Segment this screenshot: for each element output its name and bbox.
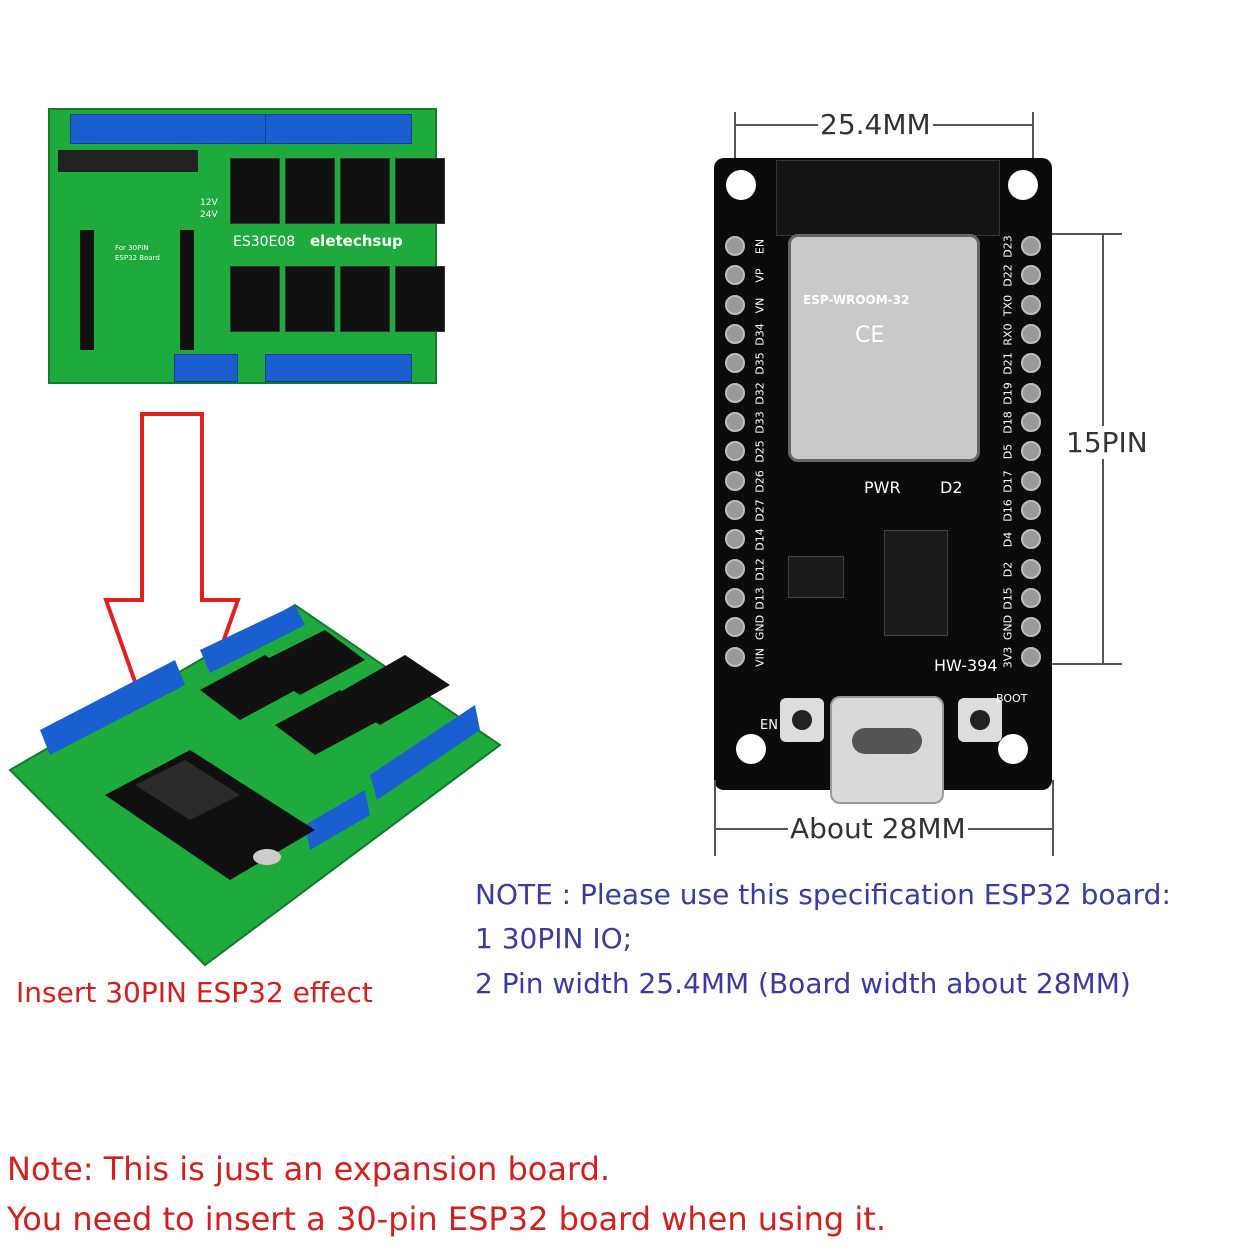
expansion-board-top-view: ES30E08 eletechsup 12V 24V For 30PIN ESP… [48, 108, 445, 384]
optocoupler-row [58, 150, 198, 172]
esp-label-line1: For 30PIN [115, 244, 149, 252]
left-pin [725, 529, 745, 550]
usb-c-port[interactable] [830, 696, 944, 804]
right-pin [1021, 265, 1041, 286]
esp-label-line2: ESP32 Board [115, 254, 160, 262]
relay-4 [395, 158, 445, 224]
boot-button-label: BOOT [996, 692, 1028, 705]
note-line-2: 1 30PIN IO; [475, 922, 633, 955]
en-button[interactable] [780, 698, 824, 742]
antenna-area [776, 160, 1000, 236]
en-button-label: EN [760, 718, 778, 733]
pin-dim-tick-top [1040, 233, 1122, 235]
pin-dim-tick-bottom [1040, 663, 1122, 665]
mount-hole-tr [1008, 170, 1038, 200]
esp32-board: ESP-WROOM-32 CE PWR D2 HW-394 EN BOOT EN… [714, 158, 1052, 804]
d2-led-label: D2 [940, 478, 963, 497]
terminal-block-top [70, 114, 277, 144]
right-pin [1021, 558, 1041, 579]
left-pin [725, 324, 745, 344]
board-model-label: ES30E08 [233, 234, 296, 250]
right-pin [1021, 294, 1041, 315]
esp-header-right [180, 230, 194, 350]
ce-mark-icon: CE [855, 323, 885, 348]
width-dimension-label: 25.4MM [818, 108, 933, 141]
voltage-regulator [788, 556, 844, 598]
right-pin-header [1018, 232, 1044, 672]
right-pin [1021, 412, 1041, 432]
relay-7 [340, 266, 390, 332]
left-pin [725, 412, 745, 432]
voltage-12-label: 12V [200, 198, 218, 208]
left-pin [725, 294, 745, 315]
esp-header-left [80, 230, 94, 350]
right-pin [1021, 617, 1041, 638]
mount-hole-br [998, 734, 1028, 764]
right-pin [1021, 500, 1041, 520]
left-pin-header [722, 232, 748, 672]
left-pin [725, 265, 745, 286]
left-pin [725, 646, 745, 667]
module-label: ESP-WROOM-32 [803, 293, 910, 307]
left-pin [725, 382, 745, 403]
right-pin [1021, 236, 1041, 256]
board-width-tick-right [1052, 780, 1054, 856]
usb-serial-chip [884, 530, 948, 636]
right-pin [1021, 646, 1041, 667]
relay-5 [230, 266, 280, 332]
board-model: HW-394 [934, 656, 998, 675]
wroom-module-shield: ESP-WROOM-32 CE [788, 234, 980, 462]
boot-button[interactable] [958, 698, 1002, 742]
note-line-3: 2 Pin width 25.4MM (Board width about 28… [475, 967, 1131, 1000]
relay-6 [285, 266, 335, 332]
voltage-24-label: 24V [200, 210, 218, 220]
pwr-led-label: PWR [864, 478, 901, 497]
board-width-label: About 28MM [788, 812, 968, 845]
right-pin [1021, 353, 1041, 374]
bottom-note-line-2: You need to insert a 30-pin ESP32 board … [7, 1200, 886, 1238]
left-pin [725, 588, 745, 608]
relay-2 [285, 158, 335, 224]
left-pin [725, 236, 745, 256]
right-pin [1021, 588, 1041, 608]
right-pin [1021, 529, 1041, 550]
pin-count-label: 15PIN [1064, 426, 1150, 459]
expansion-board-with-esp32 [8, 603, 502, 967]
insert-caption: Insert 30PIN ESP32 effect [16, 976, 373, 1009]
relay-3 [340, 158, 390, 224]
terminal-block-bottom-left [174, 354, 238, 382]
board-brand-label: eletechsup [310, 232, 403, 250]
left-pin [725, 470, 745, 491]
note-line-1: NOTE : Please use this specification ESP… [475, 878, 1171, 911]
left-pin [725, 353, 745, 374]
right-pin [1021, 382, 1041, 403]
relay-8 [395, 266, 445, 332]
left-pin [725, 500, 745, 520]
terminal-block-top-right [265, 114, 412, 144]
relay-1 [230, 158, 280, 224]
terminal-block-bottom-right [265, 354, 412, 382]
right-pin [1021, 441, 1041, 462]
mount-hole-tl [726, 170, 756, 200]
right-pin [1021, 470, 1041, 491]
mount-hole-bl [736, 734, 766, 764]
right-pin [1021, 324, 1041, 344]
left-pin [725, 441, 745, 462]
bottom-note-line-1: Note: This is just an expansion board. [7, 1150, 611, 1188]
board-width-tick-left [714, 780, 716, 856]
left-pin-label: VIN [753, 647, 767, 667]
left-pin [725, 617, 745, 638]
right-pin-label: 3V3 [1001, 646, 1015, 668]
left-pin [725, 558, 745, 579]
